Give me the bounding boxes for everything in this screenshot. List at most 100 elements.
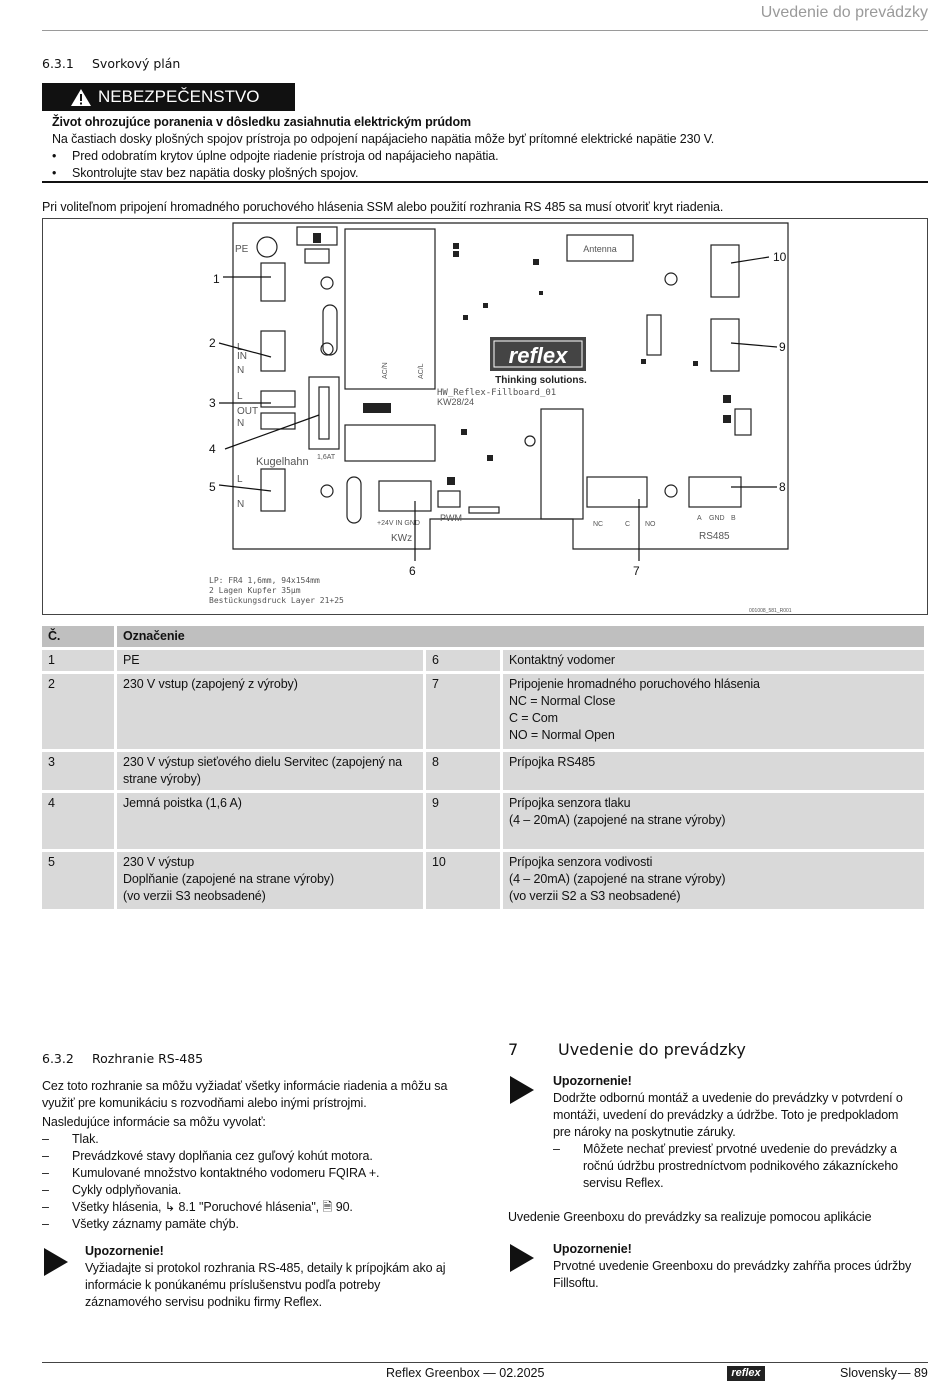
terminal-3a: [260, 390, 296, 408]
figure-label-pe: PE: [235, 244, 249, 255]
page-number: — 89: [898, 1366, 928, 1380]
cell-line: PE: [123, 653, 140, 667]
table-cell-number: 10: [426, 852, 500, 909]
note-7-2: Upozornenie! Prvotné uvedenie Greenboxu …: [553, 1241, 913, 1292]
chapter-title: Uvedenie do prevádzky: [558, 1040, 746, 1059]
fuse-symbol: [363, 403, 391, 413]
callout-number: 8: [779, 480, 786, 494]
callout-number: 2: [209, 336, 216, 350]
cell-line: (vo verzii S3 neobsadené): [123, 889, 266, 903]
danger-headline: Život ohrozujúce poranenia v dôsledku za…: [52, 115, 471, 129]
figure-slogan: Thinking solutions.: [495, 375, 587, 386]
list-item: –Prevádzkové stavy doplňania cez guľový …: [42, 1149, 373, 1163]
figure-label-n: N: [237, 365, 244, 376]
danger-label: NEBEZPEČENSTVO: [98, 87, 260, 106]
list-item: –Všetky záznamy pamäte chýb.: [42, 1217, 239, 1231]
figure-label-no: NO: [645, 521, 656, 528]
callout-number: 7: [633, 564, 640, 578]
section-number: 6.3.1: [42, 56, 74, 71]
figure-label-nc: NC: [593, 521, 603, 528]
figure-label-pins: +24V IN GND: [377, 520, 420, 527]
paragraph: Nasledujúce informácie sa môžu vyvolať:: [42, 1115, 266, 1129]
header-rule: [42, 30, 928, 31]
figure-label-l: L: [237, 342, 243, 353]
relay-block: [344, 424, 436, 462]
table-cell-designation: Prípojka RS485: [503, 752, 924, 790]
list-item: –Cykly odplyňovania.: [42, 1183, 182, 1197]
figure-label-c: C: [625, 521, 630, 528]
cell-line: Jemná poistka (1,6 A): [123, 796, 242, 810]
info-list: –Tlak. –Prevádzkové stavy doplňania cez …: [42, 1131, 452, 1233]
table-cell-designation: Kontaktný vodomer: [503, 650, 924, 671]
figure-label-acl: AC/L: [418, 363, 425, 379]
table-cell-designation: Jemná poistka (1,6 A): [117, 793, 423, 849]
terminal-7: [586, 476, 648, 508]
danger-bullet: •Pred odobratím krytov úplne odpojte ria…: [52, 149, 499, 163]
board-outline: [232, 222, 789, 550]
table-cell-designation: Prípojka senzora tlaku(4 – 20mA) (zapoje…: [503, 793, 924, 849]
footer-rule: [42, 1362, 928, 1363]
terminal-plan-figure: reflex Thinking solutions. PE Antenna L …: [42, 218, 928, 615]
note-7-1: Upozornenie! Dodržte odbornú montáž a uv…: [553, 1073, 913, 1192]
section-title: Rozhranie RS-485: [92, 1051, 204, 1066]
callout-number: 4: [209, 442, 216, 456]
cell-line: Pripojenie hromadného poruchového hlásen…: [509, 677, 760, 691]
note-title: Upozornenie!: [85, 1244, 164, 1258]
danger-text: Na častiach dosky plošných spojov prístr…: [52, 132, 715, 146]
running-header: Uvedenie do prevádzky: [760, 4, 928, 21]
callout-number: 10: [773, 250, 787, 264]
table-cell-designation: 230 V výstup sieťového dielu Servitec (z…: [117, 752, 423, 790]
figure-label-gnd: GND: [709, 515, 725, 522]
intro-text: Pri voliteľnom pripojení hromadného poru…: [42, 200, 724, 214]
section-632-body: Cez toto rozhranie sa môžu vyžiadať všet…: [42, 1078, 452, 1233]
table-cell-number: 1: [42, 650, 114, 671]
table-cell-number: 3: [42, 752, 114, 790]
cell-line: Prípojka senzora vodivosti: [509, 855, 653, 869]
note-text: Prvotné uvedenie Greenboxu do prevádzky …: [553, 1259, 912, 1290]
figure-lp-note: 2 Lagen Kupfer 35µm: [209, 586, 301, 595]
figure-label-kw: KW28/24: [437, 397, 474, 407]
paragraph: Cez toto rozhranie sa môžu vyžiadať všet…: [42, 1079, 448, 1110]
figure-label-out: OUT: [237, 406, 258, 417]
note-list-item: –Môžete nechať previesť prvotné uvedenie…: [553, 1142, 899, 1190]
table-cell-number: 8: [426, 752, 500, 790]
terminal-10: [710, 244, 740, 298]
cell-line: (4 – 20mA) (zapojené na strane výroby): [509, 872, 726, 886]
table-header-row: Č. Označenie: [42, 626, 924, 647]
terminal-6: [378, 480, 432, 512]
figure-lp-note: Bestückungsdruck Layer 21+25: [209, 596, 344, 605]
table-cell-number: 5: [42, 852, 114, 909]
terminal-2: [260, 330, 286, 372]
table-cell-number: 9: [426, 793, 500, 849]
list-item: –Všetky hlásenia, ↳ 8.1 "Poruchové hláse…: [42, 1200, 353, 1214]
figure-label-acn: AC/N: [382, 362, 389, 379]
table-cell-number: 7: [426, 674, 500, 749]
paragraph: Uvedenie Greenboxu do prevádzky sa reali…: [508, 1210, 872, 1224]
table-header-number: Č.: [42, 626, 114, 647]
figure-label-n: N: [237, 418, 244, 429]
antenna-box: [566, 234, 634, 262]
list-item: –Tlak.: [42, 1132, 99, 1146]
figure-code: 001008_581_R001: [749, 608, 792, 614]
table-cell-number: 6: [426, 650, 500, 671]
figure-label-a: A: [697, 515, 702, 522]
terminal-1: [260, 262, 286, 302]
right-block: [540, 408, 584, 520]
figure-label-kwz: KWz: [391, 533, 412, 544]
figure-label-l: L: [237, 474, 243, 485]
callout-number: 6: [409, 564, 416, 578]
figure-label-n: N: [237, 499, 244, 510]
note-arrow-icon: [44, 1248, 68, 1276]
note-text: Vyžiadajte si protokol rozhrania RS-485,…: [85, 1261, 446, 1309]
cell-line: Prípojka RS485: [509, 755, 596, 769]
callout-number: 3: [209, 396, 216, 410]
figure-label-in: IN: [237, 351, 247, 362]
cell-line: 230 V výstup sieťového dielu Servitec (z…: [123, 755, 403, 786]
cell-line: Prípojka senzora tlaku: [509, 796, 631, 810]
callout-number: 5: [209, 480, 216, 494]
